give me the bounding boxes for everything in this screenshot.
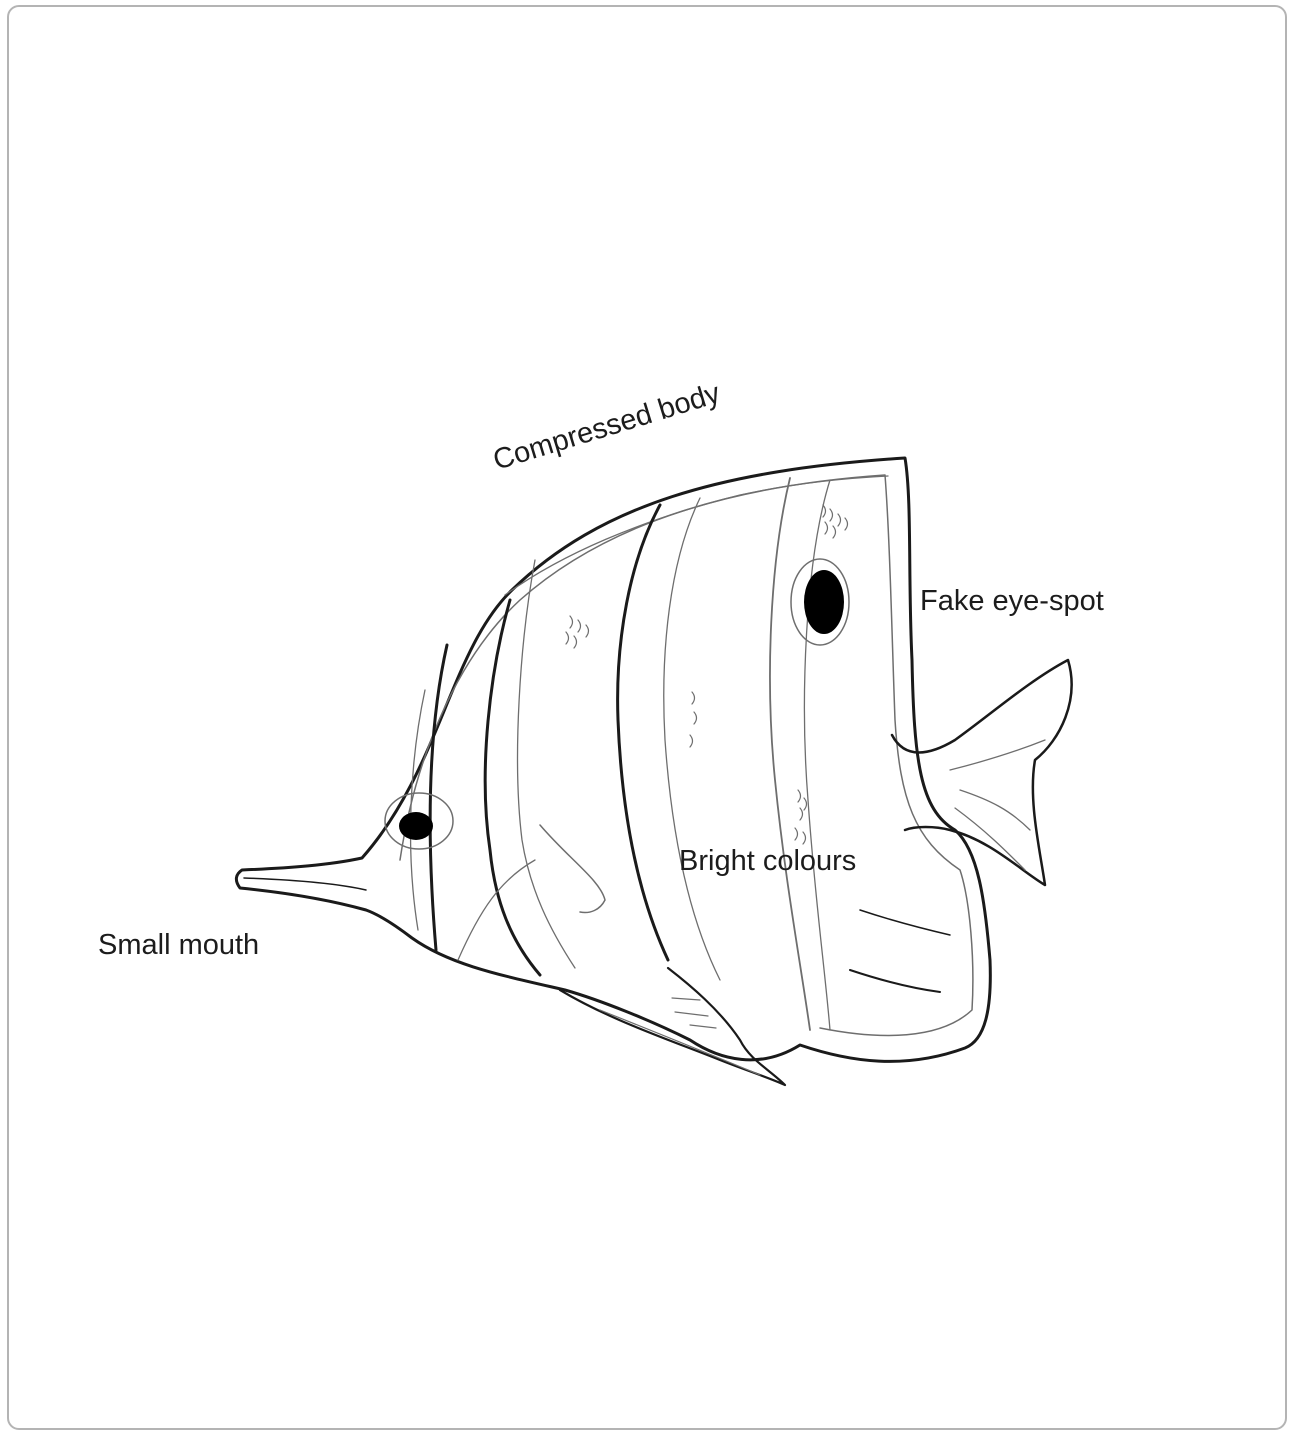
label-fake-eye-spot: Fake eye-spot (920, 587, 1104, 616)
eye-icon (399, 812, 433, 840)
anal-fin (560, 968, 785, 1085)
band-3 (618, 505, 668, 960)
label-small-mouth: Small mouth (98, 931, 259, 960)
pectoral-fin (540, 825, 605, 913)
snout-line (244, 878, 366, 890)
label-bright-colours: Bright colours (679, 847, 856, 876)
eye-spot-icon (804, 570, 844, 634)
band-4 (770, 478, 810, 1030)
body-outline (236, 458, 990, 1061)
band-2 (485, 600, 540, 975)
tail-fin (892, 660, 1072, 885)
